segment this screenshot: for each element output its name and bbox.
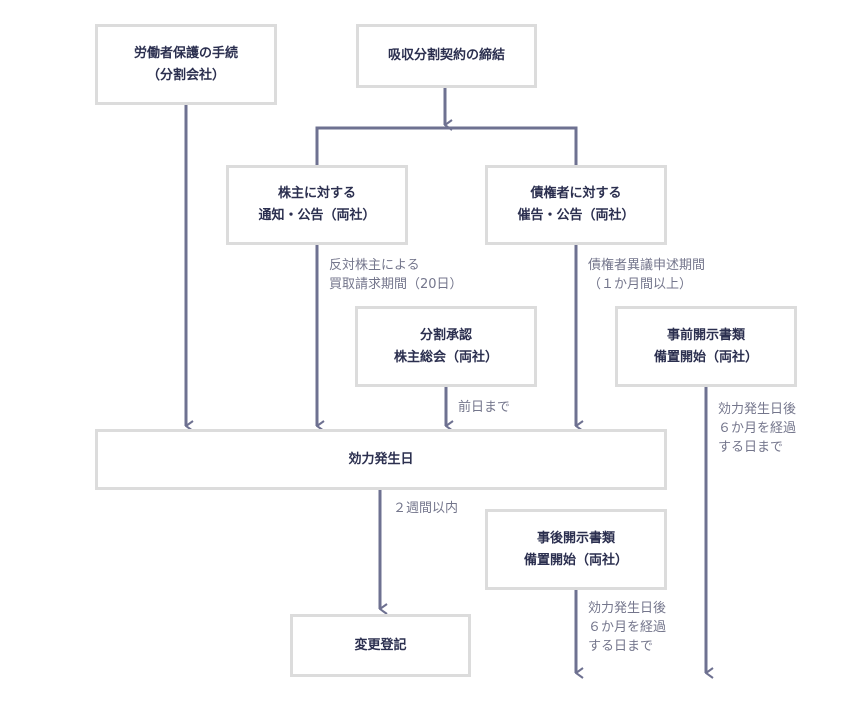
labor-protection-line1: 労働者保護の手続 [133, 45, 238, 61]
within-two-weeks-note: ２週間以内 [393, 499, 458, 518]
post-disclosure-line1: 事後開示書類 [536, 530, 615, 546]
approval-meeting-box: 分割承認 株主総会（両社） [355, 306, 537, 387]
labor-protection-box: 労働者保護の手続 （分割会社） [95, 24, 277, 105]
appraisal-period-line1: 反対株主による [329, 258, 420, 273]
appraisal-period-note: 反対株主による 買取請求期間（20日） [329, 256, 463, 294]
shareholder-notice-line2: 通知・公告（両社） [258, 208, 376, 223]
post-keep-line2: ６か月を経過 [588, 620, 667, 635]
registration-label: 変更登記 [354, 637, 407, 653]
shareholder-notice-box: 株主に対する 通知・公告（両社） [226, 165, 408, 245]
pre-keep-line1: 効力発生日後 [718, 402, 797, 417]
objection-period-note: 債権者異議申述期間 （１か月間以上） [588, 256, 705, 294]
objection-period-line1: 債権者異議申述期間 [588, 258, 706, 273]
pre-disclosure-line2: 備置開始（両社） [653, 349, 758, 365]
post-keep-period-note: 効力発生日後 ６か月を経過 する日まで [588, 599, 666, 656]
contract-line1: 吸収分割契約の締結 [387, 48, 505, 63]
post-disclosure-line2: 備置開始（両社） [523, 552, 628, 568]
creditor-notice-line2: 催告・公告（両社） [517, 208, 635, 223]
post-keep-line3: する日まで [588, 639, 654, 654]
post-keep-line1: 効力発生日後 [588, 601, 667, 616]
contract-box: 吸収分割契約の締結 [356, 24, 537, 88]
approval-meeting-line2: 株主総会（両社） [393, 349, 498, 365]
pre-keep-line3: する日まで [718, 440, 784, 455]
objection-period-line2: （１か月間以上） [588, 277, 693, 292]
before-day-note: 前日まで [458, 398, 510, 417]
within-two-weeks-line1: ２週間以内 [393, 501, 459, 516]
pre-keep-line2: ６か月を経過 [718, 421, 797, 436]
creditor-notice-box: 債権者に対する 催告・公告（両社） [485, 165, 667, 245]
labor-protection-line2: （分割会社） [146, 67, 225, 83]
appraisal-period-line2: 買取請求期間（20日） [329, 277, 463, 292]
pre-disclosure-box: 事前開示書類 備置開始（両社） [615, 306, 797, 387]
before-day-line1: 前日まで [458, 400, 511, 415]
post-disclosure-box: 事後開示書類 備置開始（両社） [485, 509, 667, 590]
split-branch [315, 126, 578, 165]
effective-date-box: 効力発生日 [95, 429, 667, 490]
effective-date-label: 効力発生日 [348, 451, 414, 467]
pre-disclosure-line1: 事前開示書類 [666, 327, 745, 343]
registration-box: 変更登記 [290, 614, 471, 677]
creditor-notice-line1: 債権者に対する [530, 186, 622, 201]
pre-keep-period-note: 効力発生日後 ６か月を経過 する日まで [718, 400, 796, 457]
shareholder-notice-line1: 株主に対する [277, 186, 356, 201]
approval-meeting-line1: 分割承認 [419, 327, 472, 343]
